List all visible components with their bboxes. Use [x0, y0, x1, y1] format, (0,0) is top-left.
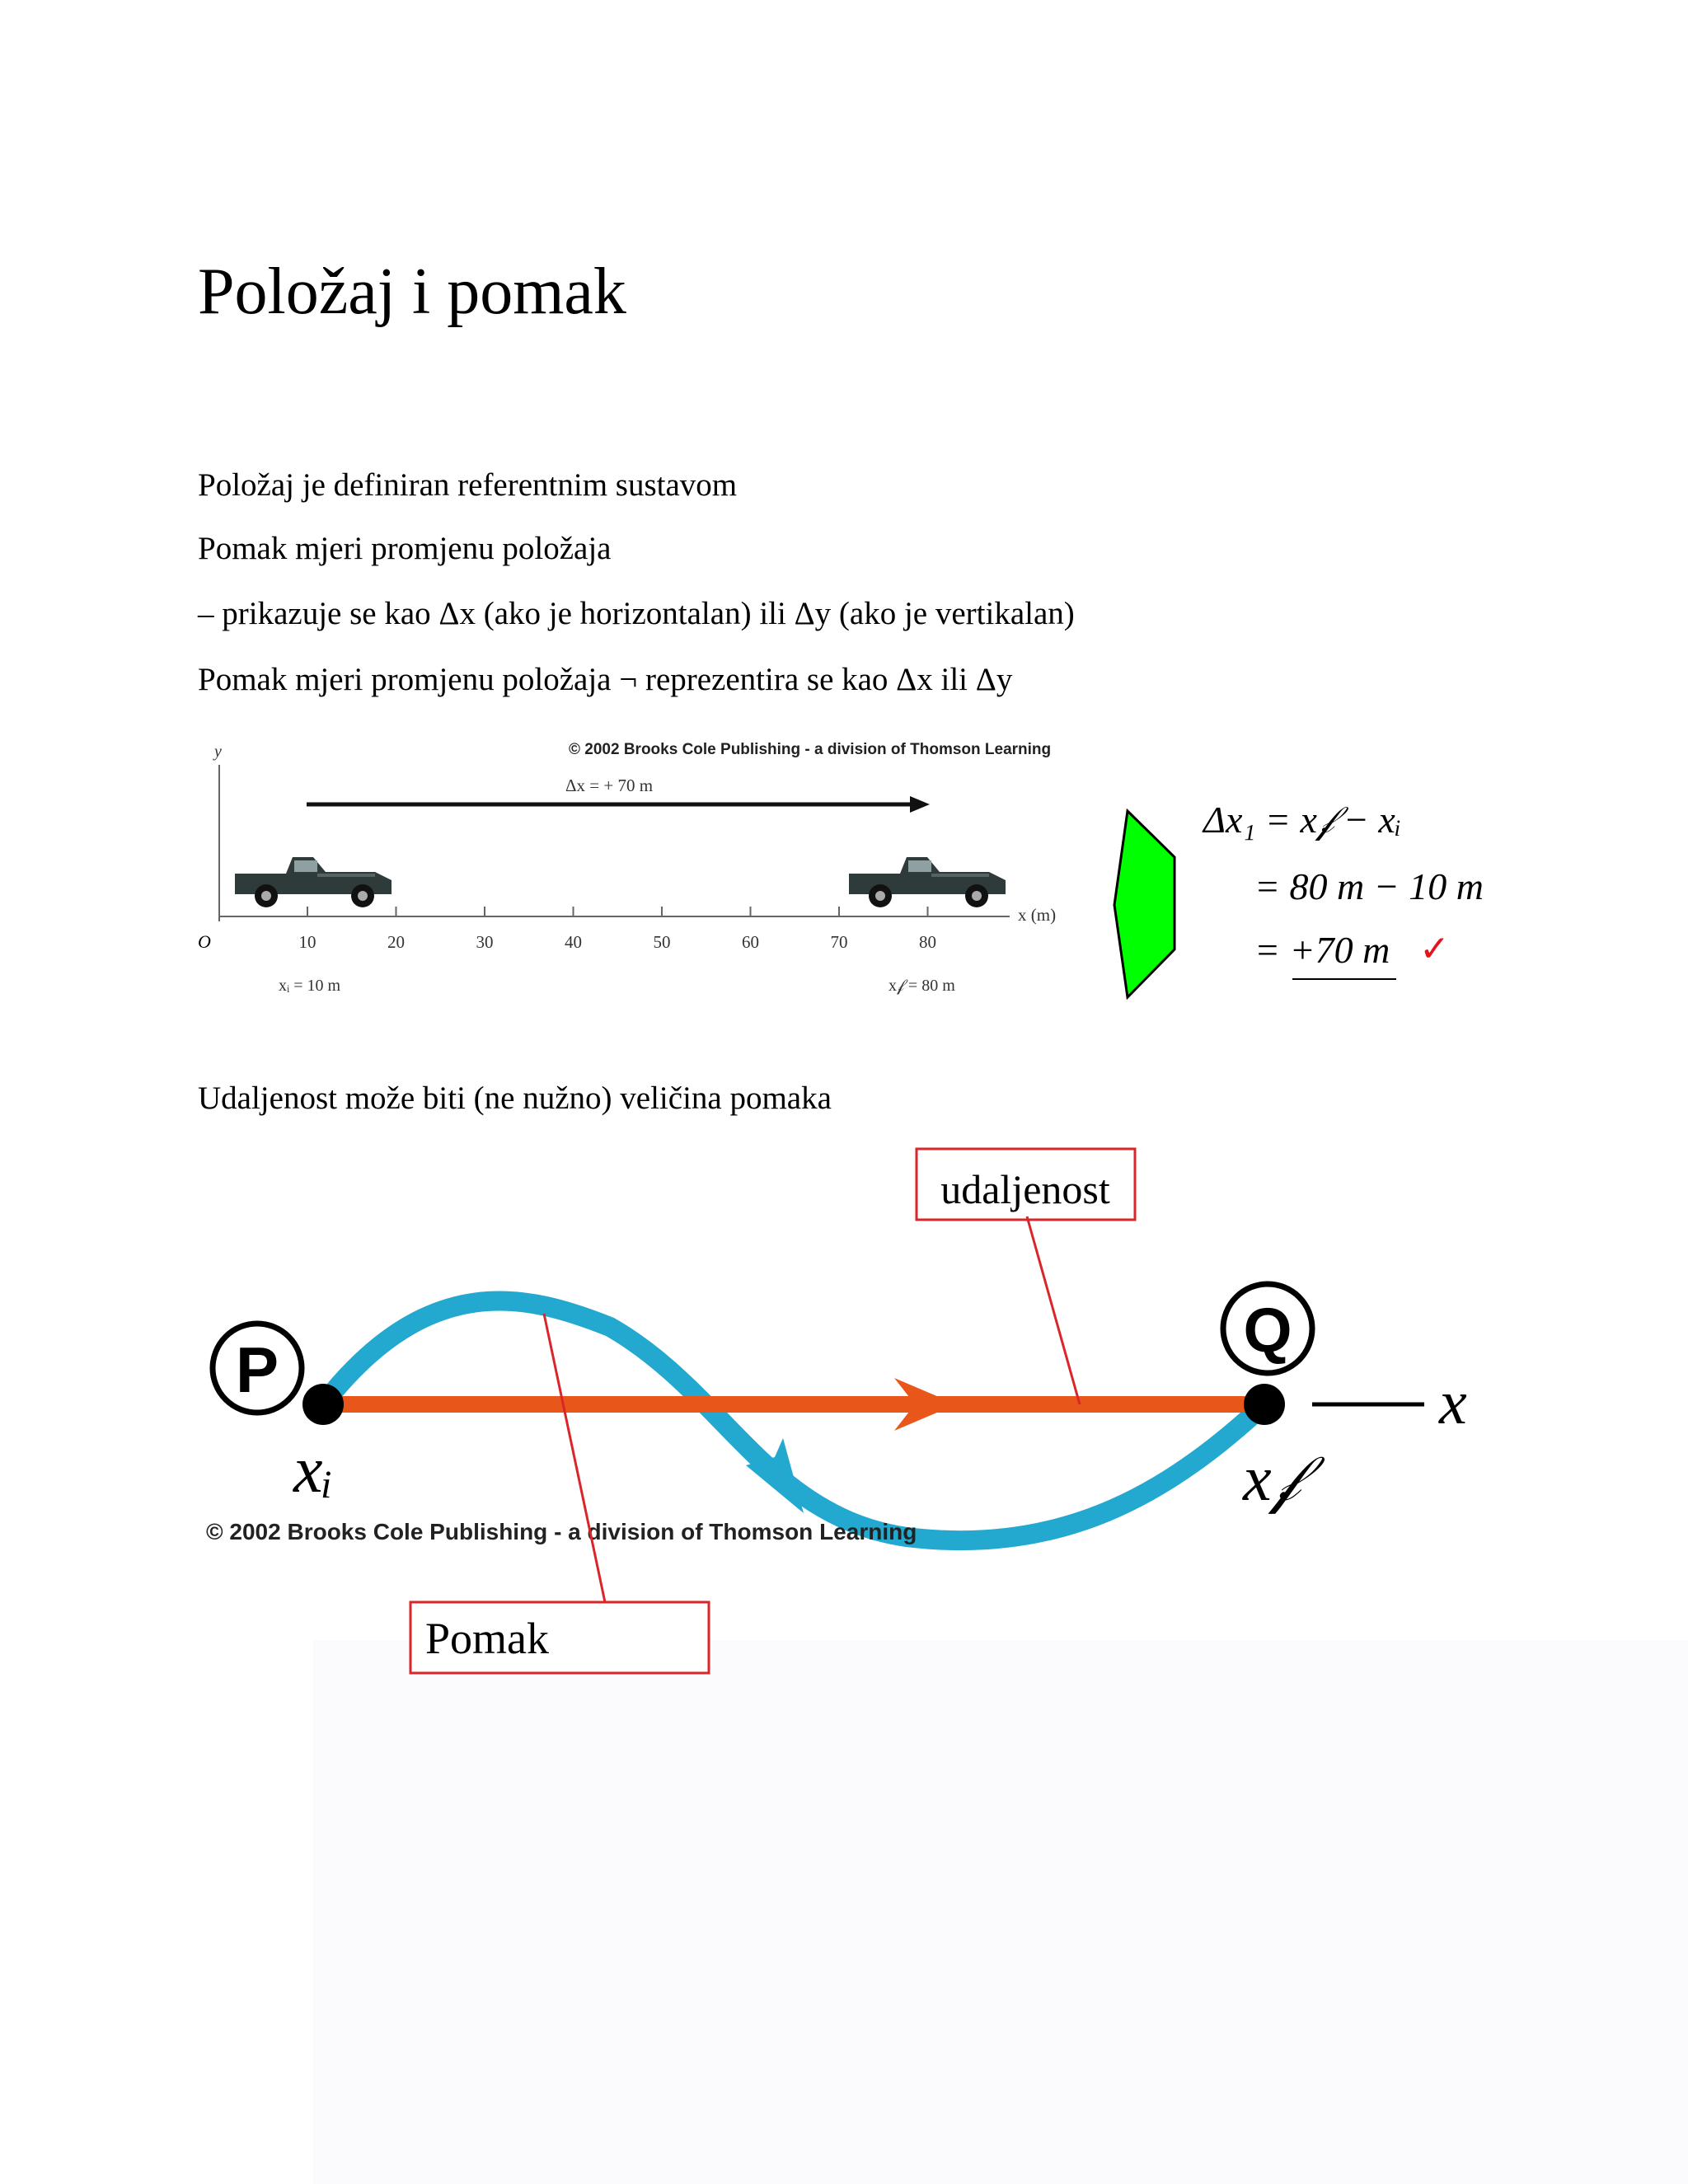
distance-callout-label: udaljenost [940, 1166, 1110, 1212]
page-background-shade [313, 1640, 1688, 2184]
distance-displacement-figure: udaljenost P Q xᵢ x𝒻 x © 2002 Brooks Col… [206, 1147, 1467, 1675]
paragraph-position-definition: Položaj je definiran referentnim sustavo… [198, 467, 738, 503]
figure-copyright: © 2002 Brooks Cole Publishing - a divisi… [206, 1519, 917, 1544]
x-axis-ticks: 10 20 30 40 50 60 70 80 [299, 907, 936, 952]
displacement-arrow-head [894, 1378, 956, 1431]
x-axis-tick-label: 80 [919, 932, 936, 952]
displacement-callout-box [409, 1601, 710, 1675]
point-q-badge-icon [1220, 1281, 1315, 1376]
displacement-arrow-head [910, 796, 930, 813]
truck-displacement-figure: © 2002 Brooks Cole Publishing - a divisi… [198, 741, 1484, 1001]
point-p-label: P [236, 1333, 279, 1406]
equation-line-1: Δx₁ = x𝒻 − xᵢ [1202, 799, 1401, 841]
initial-position-label: xᵢ = 10 m [279, 977, 341, 995]
x-axis-tick-label: 70 [831, 932, 848, 952]
truck-initial-icon [235, 857, 392, 907]
final-position-xf: x𝒻 [1242, 1442, 1325, 1514]
displacement-leader-line [542, 1313, 607, 1603]
figure-copyright: © 2002 Brooks Cole Publishing - a divisi… [569, 741, 1051, 758]
paragraph-displacement-summary: Pomak mjeri promjenu položaja ¬ reprezen… [198, 662, 1013, 697]
distance-callout-box [915, 1147, 1137, 1221]
x-axis-tick-label: 50 [654, 932, 671, 952]
x-axis-tick-label: 20 [387, 932, 405, 952]
point-q-dot [1244, 1384, 1285, 1425]
equation-line-3: = +70 m [1254, 929, 1390, 971]
paragraph-displacement-notation: – prikazuje se kao Δx (ako je horizontal… [198, 596, 1075, 631]
check-mark-icon: ✓ [1419, 929, 1450, 969]
delta-x-label: Δx = + 70 m [565, 776, 653, 795]
paragraph-displacement-definition: Pomak mjeri promjenu položaja [198, 531, 612, 566]
x-axis-label: x [1438, 1368, 1467, 1437]
distance-leader-line [1025, 1216, 1081, 1405]
page-title: Položaj i pomak [198, 255, 626, 328]
point-p-badge-icon [209, 1320, 305, 1416]
green-left-arrow-icon [1113, 808, 1176, 1001]
origin-label: O [198, 931, 211, 952]
x-axis-tick-label: 30 [476, 932, 494, 952]
x-axis-tick-label: 60 [742, 932, 759, 952]
point-p-dot [302, 1384, 344, 1425]
final-position-label: x𝒻 = 80 m [889, 977, 955, 995]
x-axis-tick-label: 10 [299, 932, 316, 952]
distance-path-curve [313, 1291, 1274, 1551]
paragraph-distance-vs-displacement: Udaljenost može biti (ne nužno) veličina… [198, 1080, 832, 1116]
initial-position-xi: xᵢ [293, 1434, 333, 1507]
point-q-label: Q [1243, 1296, 1292, 1366]
x-axis-tick-label: 40 [565, 932, 582, 952]
distance-path-arrow-head [746, 1438, 804, 1513]
displacement-callout-label: Pomak [425, 1614, 549, 1663]
truck-final-icon [849, 857, 1006, 907]
x-axis-label: x (m) [1018, 905, 1056, 925]
equation-line-2: = 80 m − 10 m [1254, 865, 1484, 907]
y-axis-label: y [213, 743, 222, 761]
